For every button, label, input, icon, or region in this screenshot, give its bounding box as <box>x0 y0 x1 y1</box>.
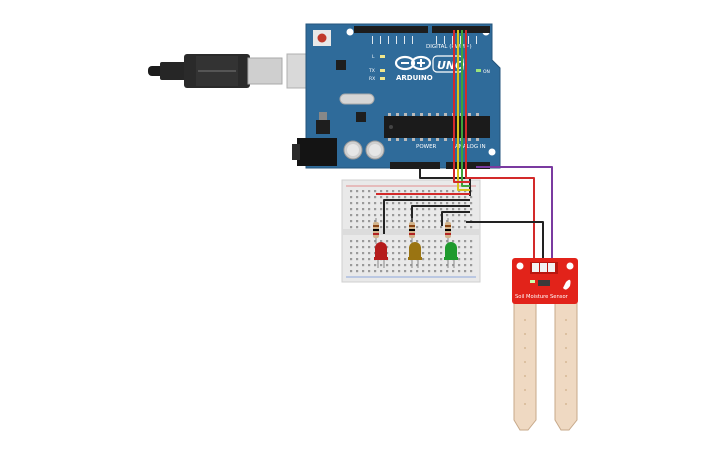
atmega-chip <box>384 116 490 138</box>
digital-header-right[interactable] <box>432 26 490 33</box>
analog-header[interactable] <box>446 162 490 169</box>
wire-green-signal[interactable] <box>461 30 470 187</box>
on-label: ON <box>483 69 490 75</box>
wire-led-green[interactable] <box>441 211 470 226</box>
sparkfun-flame-icon <box>563 279 571 290</box>
digital-header-label: DIGITAL (PWM~) <box>426 44 472 50</box>
rx-led <box>380 77 385 80</box>
brand-label: ARDUINO <box>396 74 433 82</box>
resistor-1[interactable] <box>373 218 379 244</box>
resistor-2[interactable] <box>409 218 415 244</box>
wire-sensor-signal[interactable] <box>476 166 553 266</box>
wires[interactable] <box>376 30 553 266</box>
sensor-label: Soil Moisture Sensor <box>515 294 569 300</box>
arduino-logo <box>394 55 432 71</box>
l-led <box>380 55 385 58</box>
power-header-label: POWER <box>416 144 437 150</box>
voltage-regulator <box>316 120 330 134</box>
wire-yellow-signal[interactable] <box>457 30 470 191</box>
wire-red-signal[interactable] <box>453 30 470 183</box>
led-red[interactable] <box>374 242 388 268</box>
tx-led <box>380 69 385 72</box>
led-green[interactable] <box>444 242 458 268</box>
crystal <box>339 93 375 105</box>
soil-moisture-sensor[interactable]: Soil Moisture Sensor <box>512 258 578 431</box>
digital-header-left[interactable] <box>354 26 428 33</box>
small-chip <box>356 112 366 122</box>
l-label: L <box>372 54 375 60</box>
on-led <box>476 69 481 72</box>
tx-label: TX <box>368 68 375 74</box>
resistor-3[interactable] <box>445 218 451 244</box>
usb-chip <box>336 60 346 70</box>
model-label: UNO <box>437 59 465 72</box>
wire-sensor-gnd[interactable] <box>466 221 544 266</box>
sensor-pin-sig[interactable] <box>548 263 555 272</box>
sensor-pin-gnd[interactable] <box>540 263 547 272</box>
rx-label: RX <box>369 76 375 82</box>
usb-cable[interactable] <box>148 53 320 89</box>
power-jack[interactable] <box>297 138 337 166</box>
wire-led-red[interactable] <box>383 199 470 234</box>
led-yellow[interactable] <box>408 242 422 268</box>
arduino-board[interactable]: DIGITAL (PWM~) UNO ARDUINO L TX RX ON <box>292 23 501 169</box>
leds[interactable] <box>374 242 458 268</box>
sensor-pin-vcc[interactable] <box>532 263 539 272</box>
analog-header-label: ANALOG IN <box>455 144 486 150</box>
power-header[interactable] <box>390 162 440 169</box>
resistors[interactable] <box>373 218 451 244</box>
